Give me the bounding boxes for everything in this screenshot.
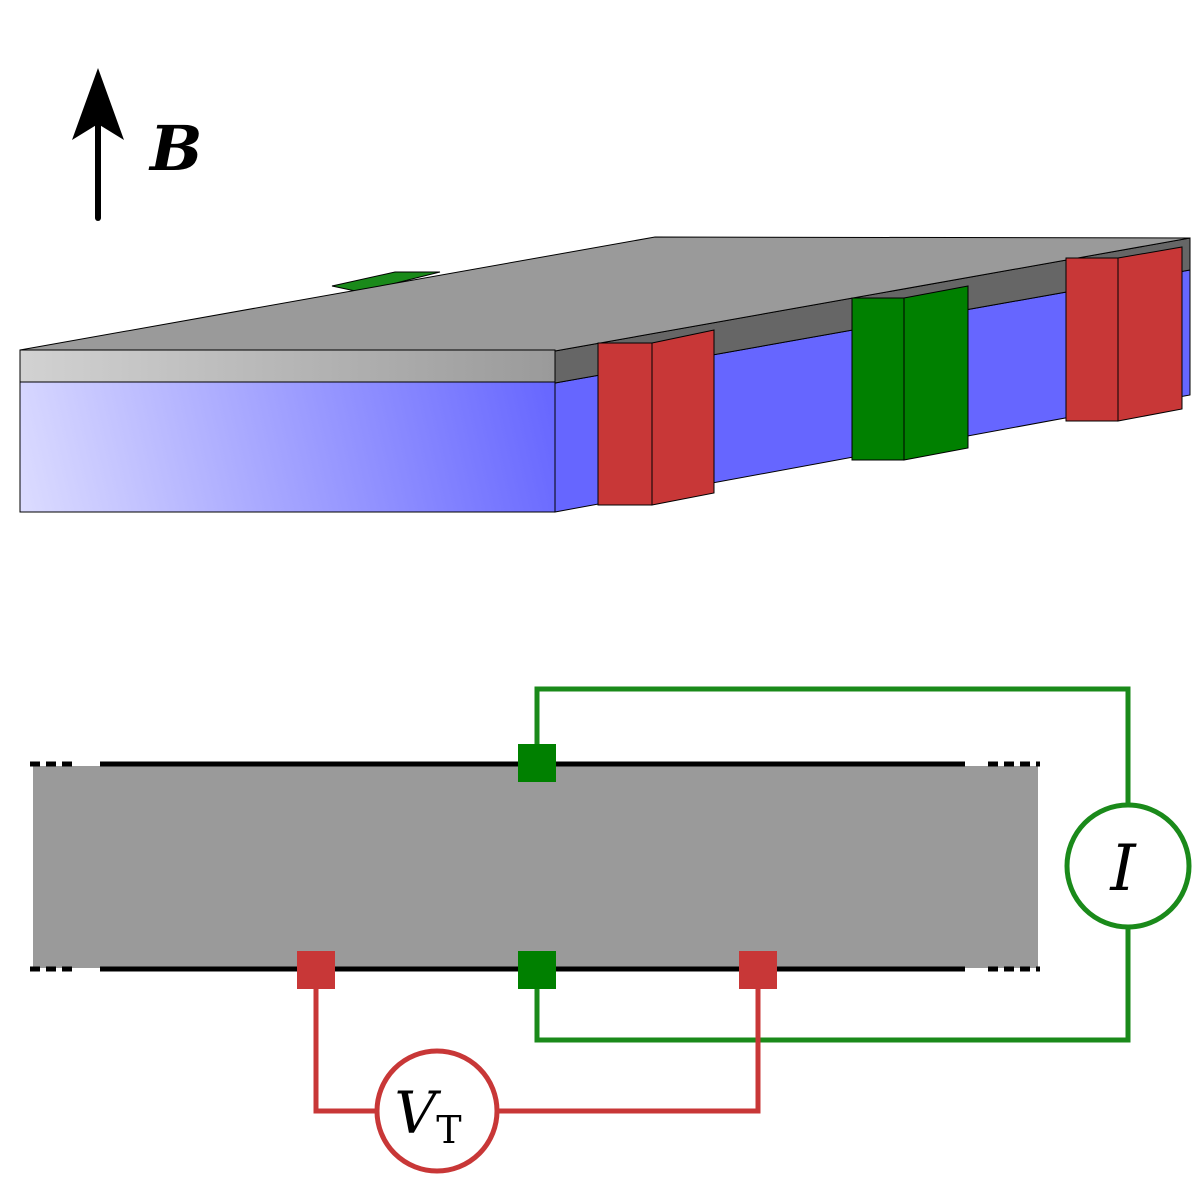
sample-3d-view (19, 236, 1191, 513)
contact-bottom-green (518, 951, 556, 989)
sample-bar (33, 766, 1038, 968)
current-wire-bottom (534, 926, 1131, 1043)
contact-bottom-red-right (739, 951, 777, 989)
voltage-meter: VT (374, 1048, 500, 1174)
current-wire-top (534, 686, 1131, 805)
voltage-wire (313, 986, 761, 1114)
substrate-front-face (19, 381, 556, 513)
current-meter: I (1064, 802, 1192, 930)
contact-3d-red-1 (597, 329, 715, 506)
current-meter-label: I (1109, 832, 1137, 906)
sample-top-view: I VT (30, 686, 1192, 1174)
back-contact-green (331, 271, 441, 293)
contact-3d-red-2 (1065, 246, 1183, 422)
field-arrow-head (72, 68, 124, 140)
magnetic-field-indicator: B (72, 68, 202, 221)
field-label: B (148, 112, 202, 185)
film-front-face (19, 349, 556, 383)
contact-top-green (518, 744, 556, 782)
contact-bottom-red-left (297, 951, 335, 989)
contact-3d-green (851, 285, 969, 461)
voltage-meter-label: VT (394, 1079, 461, 1152)
